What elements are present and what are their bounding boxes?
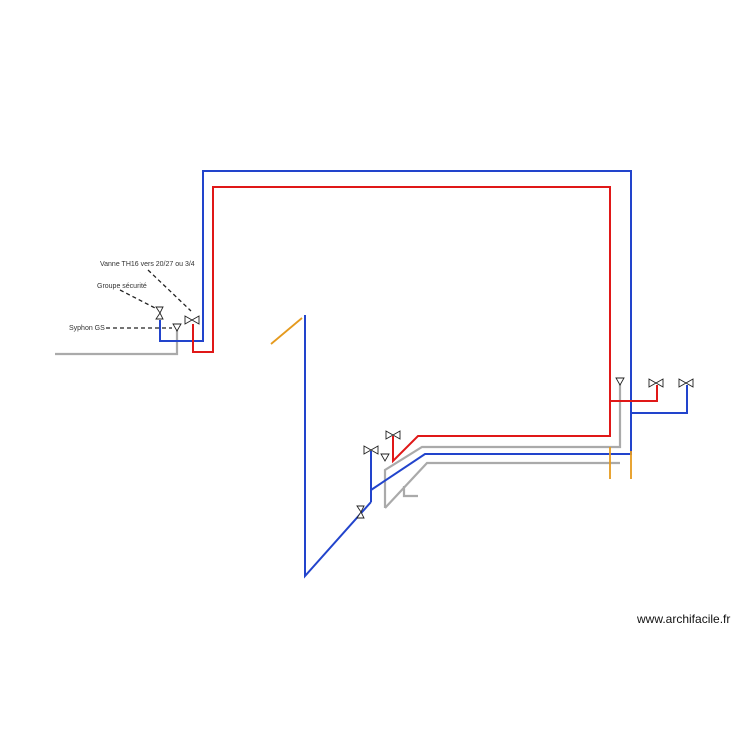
annotations: Vanne TH16 vers 20/27 ou 3/4 Groupe sécu… [69,261,195,332]
label-groupe-securite: Groupe sécurité [97,283,147,290]
cold-pipe-main-loop [159,170,632,491]
leader-vanne [147,269,192,312]
leader-groupe [119,289,158,310]
watermark: www.archifacile.fr [636,612,730,626]
cold-pipe-branch-right [631,385,688,414]
cold-water-pipes [159,170,688,579]
leader-lines [106,269,192,329]
label-syphon-gs: Syphon GS [69,325,105,332]
drain-pipe-siphon [402,486,418,498]
label-vanne-th16: Vanne TH16 vers 20/27 ou 3/4 [100,261,195,268]
cold-pipe-diagonal [304,315,372,579]
drain-pipe-left [55,326,179,356]
drain-funnel-lower-icon [380,453,390,462]
valve-hot-lower-icon [385,430,401,440]
drain-pipe-right-lower [384,461,620,509]
valve-groupe-securite-icon [155,306,164,320]
drain-funnel-right-icon [615,377,625,386]
stub-diagonal [270,317,303,345]
valve-cold-lower-icon [363,445,379,455]
siphon-funnel-icon [172,323,182,332]
hot-pipe-main-loop [192,186,611,464]
drain-pipes [55,326,622,509]
valve-th16-icon [184,315,200,325]
valves [155,306,694,519]
stub-pipes [270,317,632,479]
valve-diagonal-icon [356,505,365,519]
drain-pipe-right-riser [383,383,622,508]
hot-water-pipes [192,186,658,464]
valve-cold-right-icon [678,378,694,388]
valve-hot-right-icon [648,378,664,388]
hot-pipe-branch-right [610,385,658,402]
